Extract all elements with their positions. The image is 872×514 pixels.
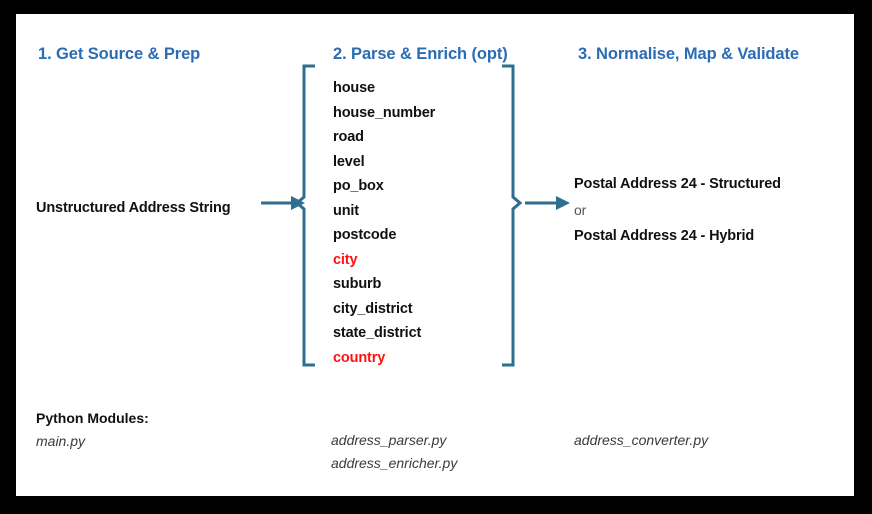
field-item: postcode (333, 227, 397, 243)
stage-2-heading: 2. Parse & Enrich (opt) (333, 45, 508, 63)
output-conjunction: or (574, 202, 587, 218)
field-item: city_district (333, 300, 413, 317)
field-item: house_number (333, 104, 436, 121)
diagram-canvas: 1. Get Source & Prep 2. Parse & Enrich (… (16, 14, 854, 496)
arrow-input-head (291, 196, 305, 210)
arrow-output-head (556, 196, 570, 210)
output-structured: Postal Address 24 - Structured (574, 176, 781, 192)
field-item: state_district (333, 325, 422, 341)
module-file: address_converter.py (574, 432, 709, 448)
input-label: Unstructured Address String (36, 200, 231, 216)
field-item: po_box (333, 178, 384, 194)
stage-3-heading: 3. Normalise, Map & Validate (578, 45, 799, 63)
field-item: suburb (333, 276, 382, 292)
stage-1-heading: 1. Get Source & Prep (38, 45, 201, 63)
field-item: road (333, 129, 364, 145)
field-item: city (333, 251, 358, 268)
output-block: Postal Address 24 - Structured or Postal… (574, 171, 834, 249)
field-item: country (333, 349, 386, 366)
output-hybrid: Postal Address 24 - Hybrid (574, 228, 755, 244)
module-file: address_parser.py (331, 432, 447, 448)
field-item: level (333, 153, 365, 170)
module-file: address_enricher.py (331, 455, 458, 471)
field-item: house (333, 80, 375, 96)
address-field-list: house house_number road level po_box uni… (333, 76, 513, 370)
python-modules-title: Python Modules: (36, 410, 149, 426)
field-item: unit (333, 202, 359, 219)
left-bracket (294, 64, 315, 367)
module-file: main.py (36, 433, 86, 449)
